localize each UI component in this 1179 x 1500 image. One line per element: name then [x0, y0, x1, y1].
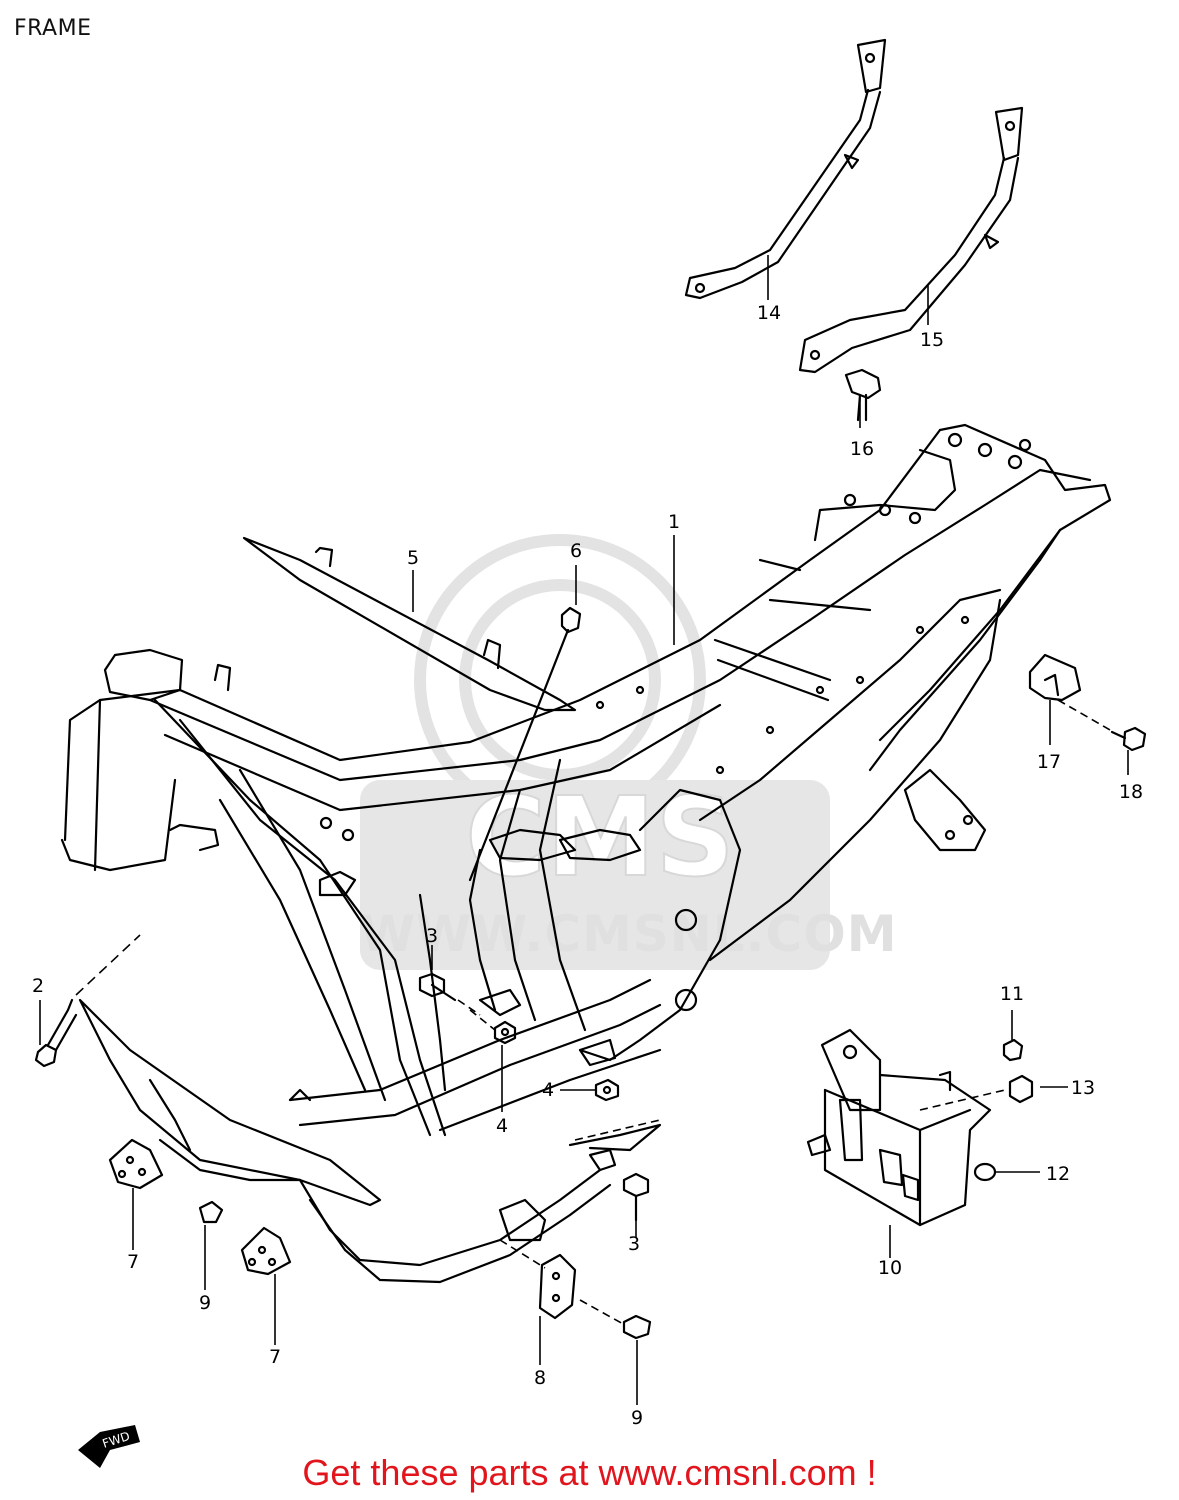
part-6-bolt [468, 606, 582, 882]
part-4-nut-left [493, 1020, 517, 1045]
callout-4-left: 4 [495, 1115, 509, 1137]
part-2-bolt [34, 998, 78, 1068]
callout-9-left: 9 [198, 1292, 212, 1314]
callout-6: 6 [569, 540, 583, 562]
part-9-bolt-b [622, 1314, 652, 1340]
callout-14: 14 [756, 302, 782, 324]
part-3-bolt-lower [622, 1172, 650, 1222]
callout-5: 5 [406, 547, 420, 569]
callout-13: 13 [1070, 1077, 1096, 1099]
part-13-grommet [1008, 1074, 1034, 1104]
footer-link[interactable]: Get these parts at www.cmsnl.com ! [302, 1452, 877, 1493]
watermark-url: WWW.CMSNL.COM [360, 905, 898, 963]
part-3-bolt-upper [418, 972, 457, 1002]
part-5-rail [242, 536, 577, 712]
front-lower-bracket [78, 998, 617, 1284]
part-12-washer [973, 1162, 997, 1182]
callout-11: 11 [999, 983, 1025, 1005]
callout-10: 10 [877, 1257, 903, 1279]
part-1-main-frame [60, 423, 1112, 1152]
callout-9-right: 9 [630, 1407, 644, 1429]
callout-4-right: 4 [541, 1079, 555, 1101]
callout-2: 2 [31, 975, 45, 997]
part-15-bracket [798, 106, 1024, 374]
callout-7-left: 7 [126, 1251, 140, 1273]
callout-18: 18 [1118, 781, 1144, 803]
callout-15: 15 [919, 329, 945, 351]
part-10-battery-box [806, 1028, 992, 1227]
callout-1: 1 [667, 511, 681, 533]
part-7-plate-b [240, 1226, 292, 1276]
part-14-bracket [684, 38, 887, 300]
callout-3-upper: 3 [425, 925, 439, 947]
callout-8: 8 [533, 1367, 547, 1389]
part-17-clamp [1028, 653, 1082, 702]
part-8-plate [538, 1253, 577, 1320]
callout-16: 16 [849, 438, 875, 460]
callout-17: 17 [1036, 751, 1062, 773]
front-direction-arrow-icon: FWD [78, 1425, 140, 1468]
part-9-bolt-a [198, 1200, 224, 1224]
part-16-bolt [844, 368, 882, 422]
part-11-bolt [1002, 1038, 1024, 1062]
part-4-nut-right [594, 1078, 620, 1102]
part-7-plate-a [108, 1138, 164, 1190]
diagram-title: FRAME [14, 16, 92, 41]
callout-12: 12 [1045, 1163, 1071, 1185]
part-18-screw [1110, 726, 1147, 752]
callout-3-lower: 3 [627, 1233, 641, 1255]
callout-7-right: 7 [268, 1346, 282, 1368]
